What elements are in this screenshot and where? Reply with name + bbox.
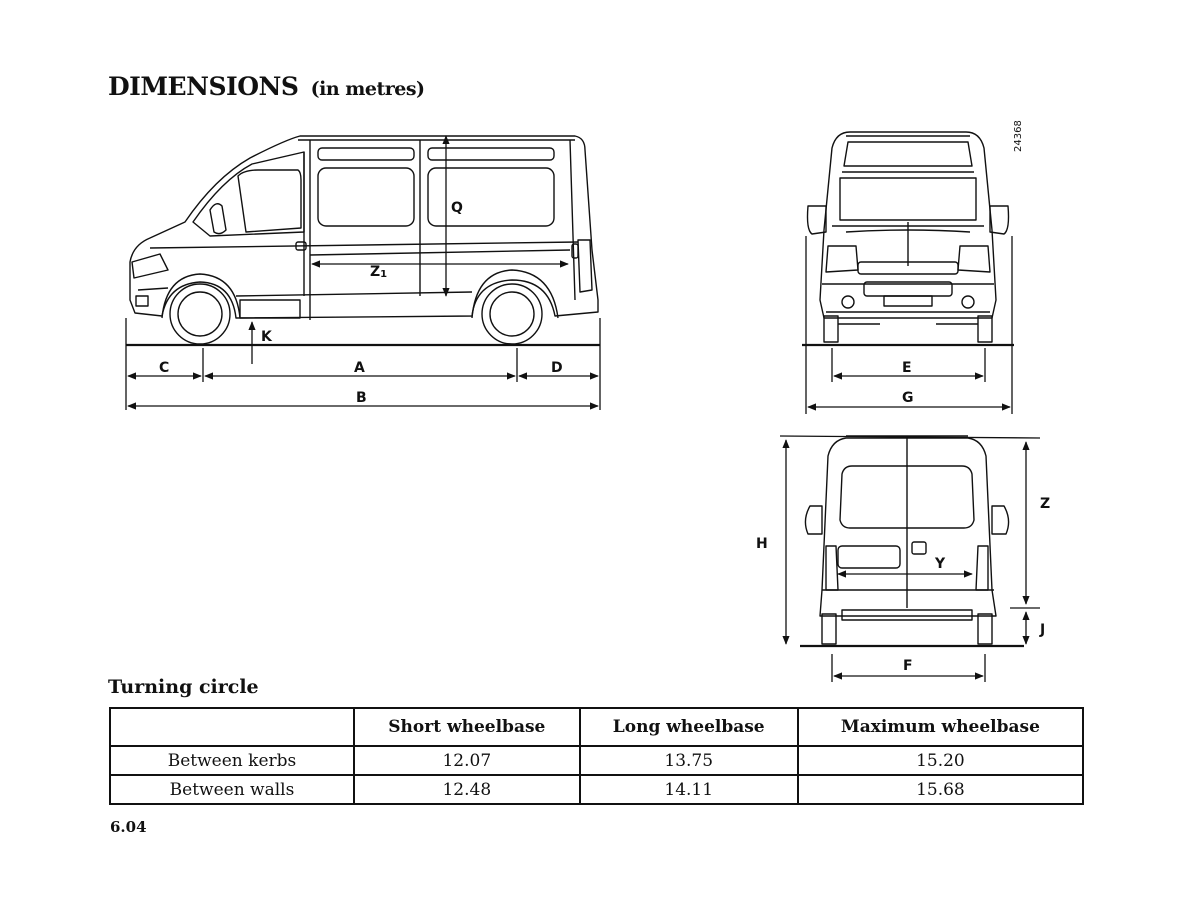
- front-view-dimensions: [802, 236, 1014, 414]
- dim-label-z1: Z1: [370, 264, 387, 280]
- row-label: Between kerbs: [109, 745, 355, 776]
- side-view-dimensions: [125, 135, 601, 410]
- side-view-van: [129, 135, 599, 345]
- dim-label-q: Q: [451, 200, 463, 216]
- table-cell: 15.20: [796, 745, 1085, 776]
- dim-label-g: G: [902, 390, 914, 406]
- table-row: Between kerbs 12.07 13.75 15.20: [109, 745, 1085, 776]
- figure-ref: 24368: [1013, 120, 1024, 152]
- table-cell: 12.48: [353, 774, 581, 805]
- rear-view-van: [804, 435, 1010, 645]
- header-long-wheelbase: Long wheelbase: [578, 707, 799, 747]
- table-cell: 13.75: [578, 745, 799, 776]
- table-cell: 14.11: [578, 774, 799, 805]
- dim-label-a: A: [354, 360, 365, 376]
- header-maximum-wheelbase: Maximum wheelbase: [796, 707, 1085, 747]
- dim-label-d: D: [551, 360, 563, 376]
- dim-label-e: E: [902, 360, 912, 376]
- title-units: (in metres): [310, 78, 425, 100]
- turning-circle-table: Short wheelbase Long wheelbase Maximum w…: [109, 707, 1085, 805]
- row-label: Between walls: [109, 774, 355, 805]
- table-cell: 12.07: [353, 745, 581, 776]
- turning-circle-heading: Turning circle: [108, 676, 259, 698]
- dim-label-k: K: [261, 329, 273, 345]
- page-title: DIMENSIONS (in metres): [108, 72, 425, 101]
- dim-label-b: B: [356, 390, 367, 406]
- dim-label-h: H: [756, 536, 768, 552]
- front-view-van: [806, 131, 1010, 343]
- dim-label-f: F: [903, 658, 913, 674]
- header-cell-empty: [109, 707, 355, 747]
- table-row: Between walls 12.48 14.11 15.68: [109, 774, 1085, 805]
- rear-view-dimensions: [779, 435, 1041, 682]
- dim-label-z: Z: [1040, 496, 1050, 512]
- header-short-wheelbase: Short wheelbase: [353, 707, 581, 747]
- dim-label-j: J: [1039, 622, 1045, 638]
- title-main: DIMENSIONS: [108, 72, 299, 101]
- dim-label-c: C: [159, 360, 169, 376]
- page-number: 6.04: [110, 818, 147, 836]
- dim-label-y: Y: [934, 556, 946, 572]
- table-header-row: Short wheelbase Long wheelbase Maximum w…: [109, 707, 1085, 747]
- table-cell: 15.68: [796, 774, 1085, 805]
